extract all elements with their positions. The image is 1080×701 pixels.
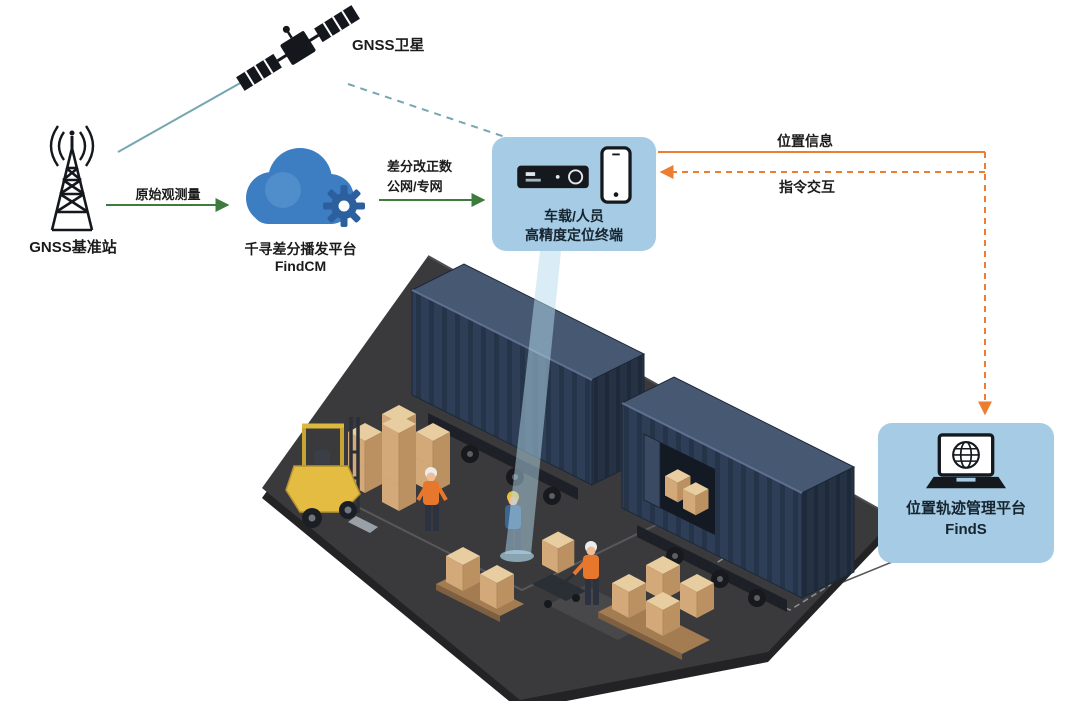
link-finds-warehouse-line [842,559,898,583]
carton-box [679,573,715,619]
platform-subtitle: FindS [945,521,987,538]
cloud-platform-title: 千寻差分播发平台 [244,241,357,257]
terminal-label-line1: 车载/人员 [544,208,604,224]
receiver-icon [517,165,589,189]
laptop-globe-icon [925,433,1007,489]
positioning-beam [500,251,561,562]
carton-box [645,591,681,637]
carton-box [611,573,647,619]
floor-lane [339,497,661,592]
container-door-panel [643,433,661,509]
carton-box [381,414,417,460]
management-platform-panel: 位置轨迹管理平台 FindS [878,423,1054,563]
command-interaction-label: 指令交互 [779,179,835,195]
carton-box [479,564,515,610]
worker-1 [416,467,448,531]
carton-box [445,546,481,592]
carton-box [415,422,451,468]
link-satellite-base-line [117,72,259,153]
terminal-icons [516,146,632,204]
correction-label-line2: 公网/专网 [387,179,443,194]
pallet-right [598,555,715,660]
correction-label-line1: 差分改正数 [387,159,453,174]
terminal-panel: 车载/人员 高精度定位终端 [492,137,656,251]
satellite-label: GNSS卫星 [352,37,425,54]
pallet-center [436,546,524,622]
position-info-label: 位置信息 [777,133,833,149]
container-b [620,376,856,599]
satellite-icon [236,5,360,91]
worker-3 [572,541,599,605]
warehouse-scene [262,251,896,701]
carton-box [347,422,383,468]
link-satellite-terminal-dashed-line [347,83,515,141]
platform-title: 位置轨迹管理平台 [905,500,1026,517]
carton-box [541,530,575,574]
cloud-platform-icon [246,148,365,227]
terminal-label-line2: 高精度定位终端 [525,227,623,243]
pallet-jack [532,530,586,608]
raw-observation-label: 原始观测量 [135,187,201,202]
platform-icons [924,433,1008,494]
base-station-label: GNSS基准站 [29,239,117,256]
forklift [285,417,378,533]
cloud-platform-subtitle: FindCM [274,258,327,274]
base-station-icon [49,125,95,232]
smartphone-icon [600,146,632,204]
gear-icon [323,185,365,227]
carton-box [682,481,709,516]
